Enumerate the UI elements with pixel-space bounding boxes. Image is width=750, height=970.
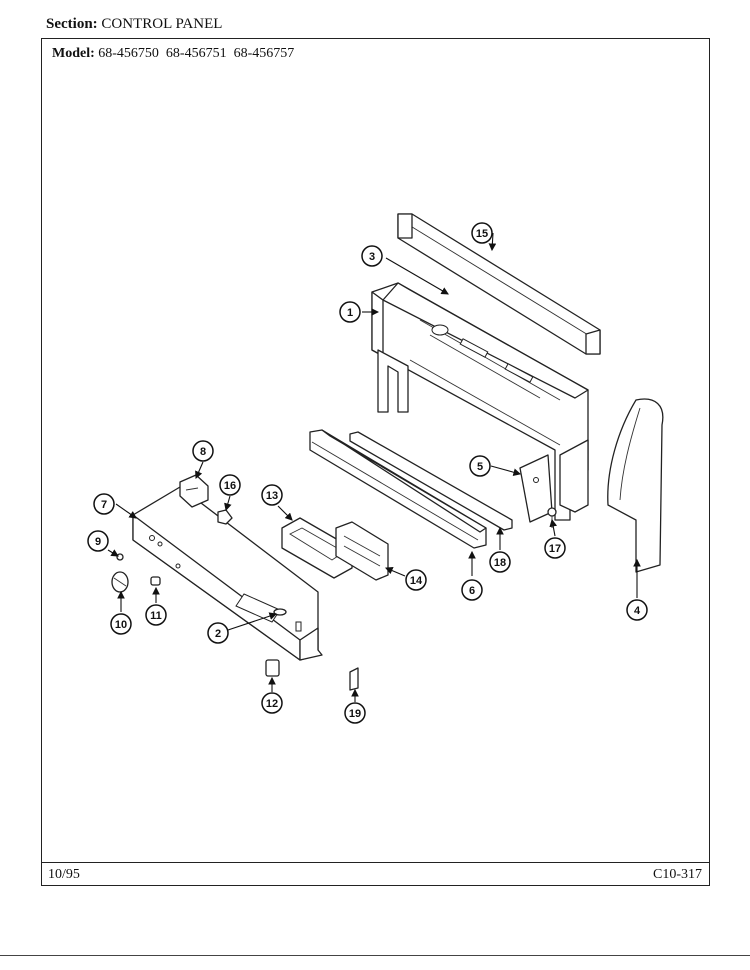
svg-text:13: 13 (266, 490, 278, 502)
callout-11: 11 (145, 604, 167, 626)
footer-divider (41, 862, 710, 863)
callout-7: 7 (93, 493, 115, 515)
page-bottom-rule (0, 955, 750, 956)
part-19-small-bracket (349, 667, 359, 691)
model-heading: Model: 68-456750 68-456751 68-456757 (52, 46, 294, 62)
svg-text:5: 5 (477, 461, 483, 473)
svg-text:2: 2 (215, 628, 221, 640)
section-label: Section: (46, 16, 98, 32)
callout-16: 16 (219, 474, 241, 496)
svg-text:6: 6 (469, 585, 475, 597)
svg-text:11: 11 (150, 610, 162, 622)
callout-10: 10 (110, 613, 132, 635)
callout-4: 4 (626, 599, 648, 621)
callout-15: 15 (471, 222, 493, 244)
svg-text:7: 7 (101, 499, 107, 511)
callout-14: 14 (405, 569, 427, 591)
callout-6: 6 (461, 579, 483, 601)
svg-text:8: 8 (200, 446, 206, 458)
svg-text:17: 17 (549, 543, 561, 555)
part-14-clock-module (335, 521, 389, 581)
part-4-side-end-cap (607, 398, 664, 573)
svg-text:16: 16 (224, 480, 236, 492)
svg-text:9: 9 (95, 536, 101, 548)
model-values: 68-456750 68-456751 68-456757 (98, 46, 295, 61)
part-9-screw (116, 553, 124, 561)
svg-text:19: 19 (349, 708, 361, 720)
callout-9: 9 (87, 530, 109, 552)
part-1-rear-housing (371, 282, 589, 521)
part-15-top-trim (397, 213, 601, 355)
callout-18: 18 (489, 551, 511, 573)
svg-text:14: 14 (410, 575, 423, 587)
svg-text:3: 3 (369, 251, 375, 263)
callout-13: 13 (261, 484, 283, 506)
svg-text:1: 1 (347, 307, 353, 319)
section-heading: Section: CONTROL PANEL (46, 16, 222, 33)
leader-lines (107, 232, 641, 702)
callout-8: 8 (192, 440, 214, 462)
callout-12: 12 (261, 692, 283, 714)
callout-17: 17 (544, 537, 566, 559)
part-18-thin-strip (349, 431, 513, 531)
model-label: Model: (52, 46, 95, 61)
callout-19: 19 (344, 702, 366, 724)
part-16-clip (217, 509, 233, 525)
callout-5: 5 (469, 455, 491, 477)
diagram-frame (41, 38, 710, 886)
part-5-bracket (519, 454, 553, 523)
revision-date: 10/95 (48, 867, 80, 882)
svg-text:15: 15 (476, 228, 488, 240)
page-code: C10-317 (653, 867, 702, 882)
part-10-knob (111, 571, 129, 593)
callout-3: 3 (361, 245, 383, 267)
part-11-stem (150, 576, 161, 586)
svg-text:10: 10 (115, 619, 127, 631)
part-12-indicator-light (265, 659, 280, 677)
part-6-channel-rail (309, 429, 487, 549)
svg-text:18: 18 (494, 557, 506, 569)
svg-text:12: 12 (266, 698, 278, 710)
svg-text:4: 4 (634, 605, 641, 617)
callout-2: 2 (207, 622, 229, 644)
section-value: CONTROL PANEL (101, 16, 223, 32)
callout-1: 1 (339, 301, 361, 323)
